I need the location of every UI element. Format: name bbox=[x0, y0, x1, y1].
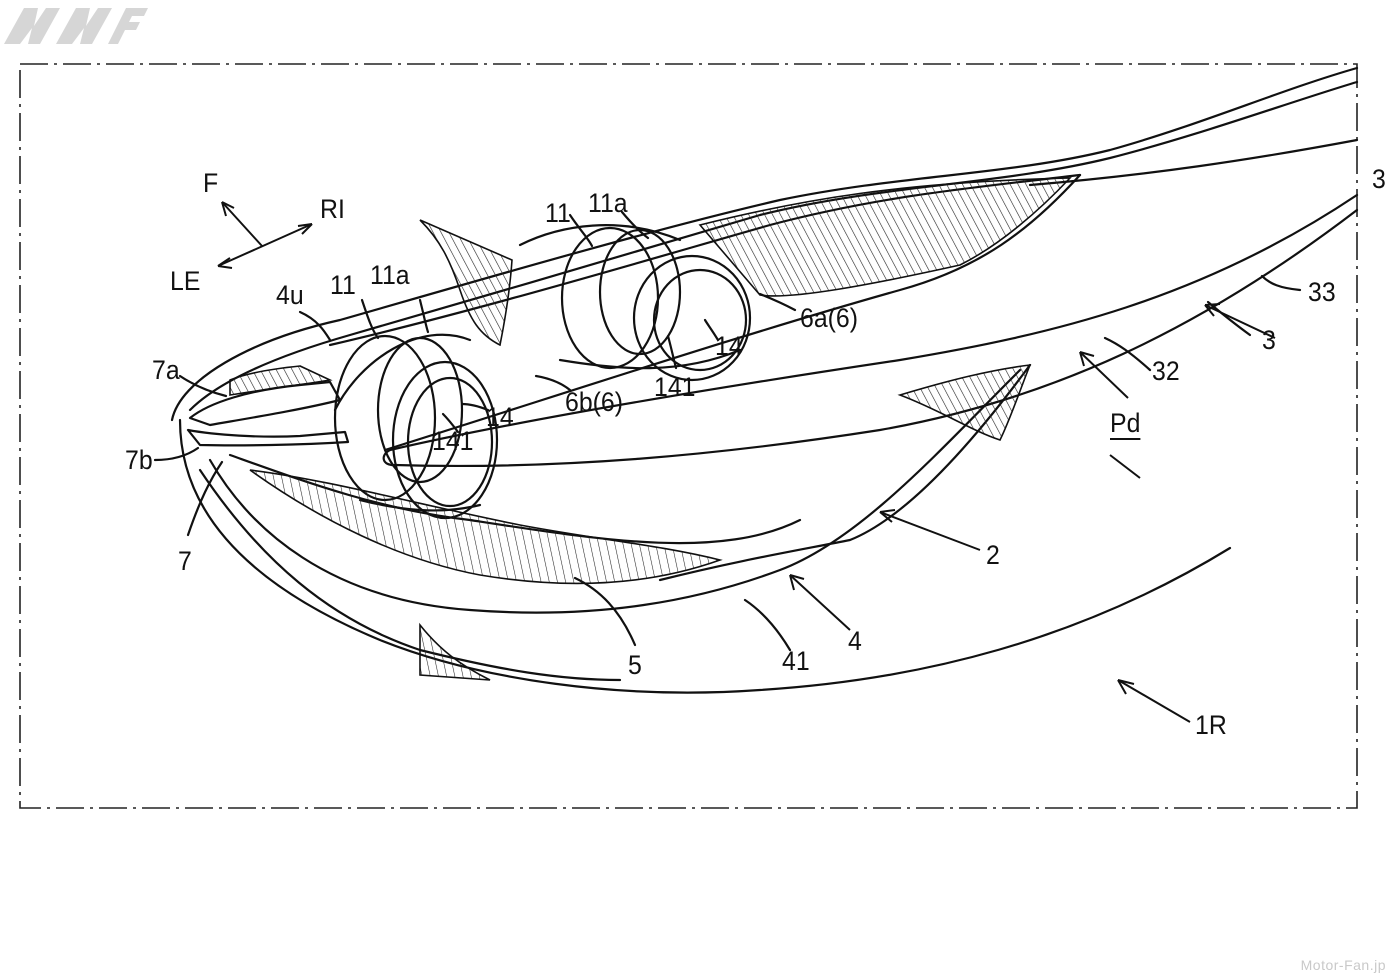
leader-14-right bbox=[703, 318, 720, 342]
leader-32 bbox=[1103, 336, 1152, 372]
right-lens-14 bbox=[632, 254, 752, 382]
label-6a6: 6a(6) bbox=[800, 303, 858, 333]
strip-32-top bbox=[388, 193, 1359, 452]
cavity-floor-line bbox=[383, 173, 1082, 452]
label-3-top: 3 bbox=[1372, 164, 1386, 194]
label-14-right: 14 bbox=[715, 331, 743, 361]
label-11-left: 11 bbox=[330, 270, 356, 300]
label-6b6: 6b(6) bbox=[565, 387, 623, 417]
reflector-well bbox=[208, 368, 1022, 614]
label-11a-left: 11a bbox=[370, 260, 410, 290]
label-141-right: 141 bbox=[654, 372, 696, 402]
leader-141-left bbox=[441, 412, 460, 434]
body-lower-inner bbox=[198, 468, 622, 682]
leader-6b bbox=[534, 374, 572, 392]
left-unit-11-rim bbox=[333, 334, 437, 502]
frame-border bbox=[19, 63, 1358, 809]
label-141-left: 141 bbox=[432, 426, 474, 456]
leader-7a bbox=[178, 374, 228, 398]
label-2: 2 bbox=[986, 540, 1000, 570]
label-4u: 4u bbox=[276, 280, 304, 310]
label-11-right: 11 bbox=[545, 198, 571, 228]
leader-41 bbox=[743, 598, 792, 652]
label-14-left: 14 bbox=[486, 402, 514, 432]
part-7b bbox=[186, 428, 350, 447]
label-33: 33 bbox=[1308, 277, 1336, 307]
label-RI: RI bbox=[320, 194, 345, 224]
label-5: 5 bbox=[628, 650, 642, 680]
label-7: 7 bbox=[178, 546, 192, 576]
leader-33 bbox=[1260, 274, 1302, 292]
label-4: 4 bbox=[848, 626, 862, 656]
hatched-regions bbox=[229, 177, 1072, 681]
leader-7b bbox=[153, 446, 200, 462]
label-Pd: Pd bbox=[1110, 408, 1141, 438]
strip-33 bbox=[1028, 138, 1359, 187]
leader-11a-right bbox=[620, 210, 650, 240]
label-1R: 1R bbox=[1195, 710, 1227, 740]
leader-141-right bbox=[666, 334, 678, 370]
label-11a-right: 11a bbox=[588, 188, 628, 218]
label-41: 41 bbox=[782, 646, 810, 676]
right-unit-body bbox=[518, 224, 742, 370]
leader-14-left bbox=[460, 402, 490, 412]
housing-top-outer bbox=[170, 66, 1359, 422]
leader-7 bbox=[186, 460, 224, 537]
leader-11-left bbox=[360, 298, 380, 340]
label-32: 32 bbox=[1152, 356, 1180, 386]
right-lens-141 bbox=[652, 268, 748, 372]
motorfan-logo-icon bbox=[4, 8, 148, 44]
leader-4u bbox=[298, 310, 332, 342]
leader-11a-left bbox=[418, 298, 430, 334]
leader-3-mid bbox=[1206, 300, 1252, 337]
label-7a: 7a bbox=[152, 355, 180, 385]
label-LE: LE bbox=[170, 266, 201, 296]
direction-arrows bbox=[217, 201, 1276, 723]
label-7b: 7b bbox=[125, 445, 153, 475]
leader-11-right bbox=[568, 213, 594, 248]
label-F: F bbox=[203, 168, 219, 198]
left-lens-141 bbox=[406, 376, 494, 508]
watermark-text: Motor-Fan.jp bbox=[1300, 957, 1386, 973]
part-2-outline bbox=[658, 363, 1032, 582]
label-3-mid: 3 bbox=[1262, 325, 1276, 355]
left-unit-body bbox=[333, 333, 482, 512]
body-lower-outline bbox=[178, 418, 1232, 694]
